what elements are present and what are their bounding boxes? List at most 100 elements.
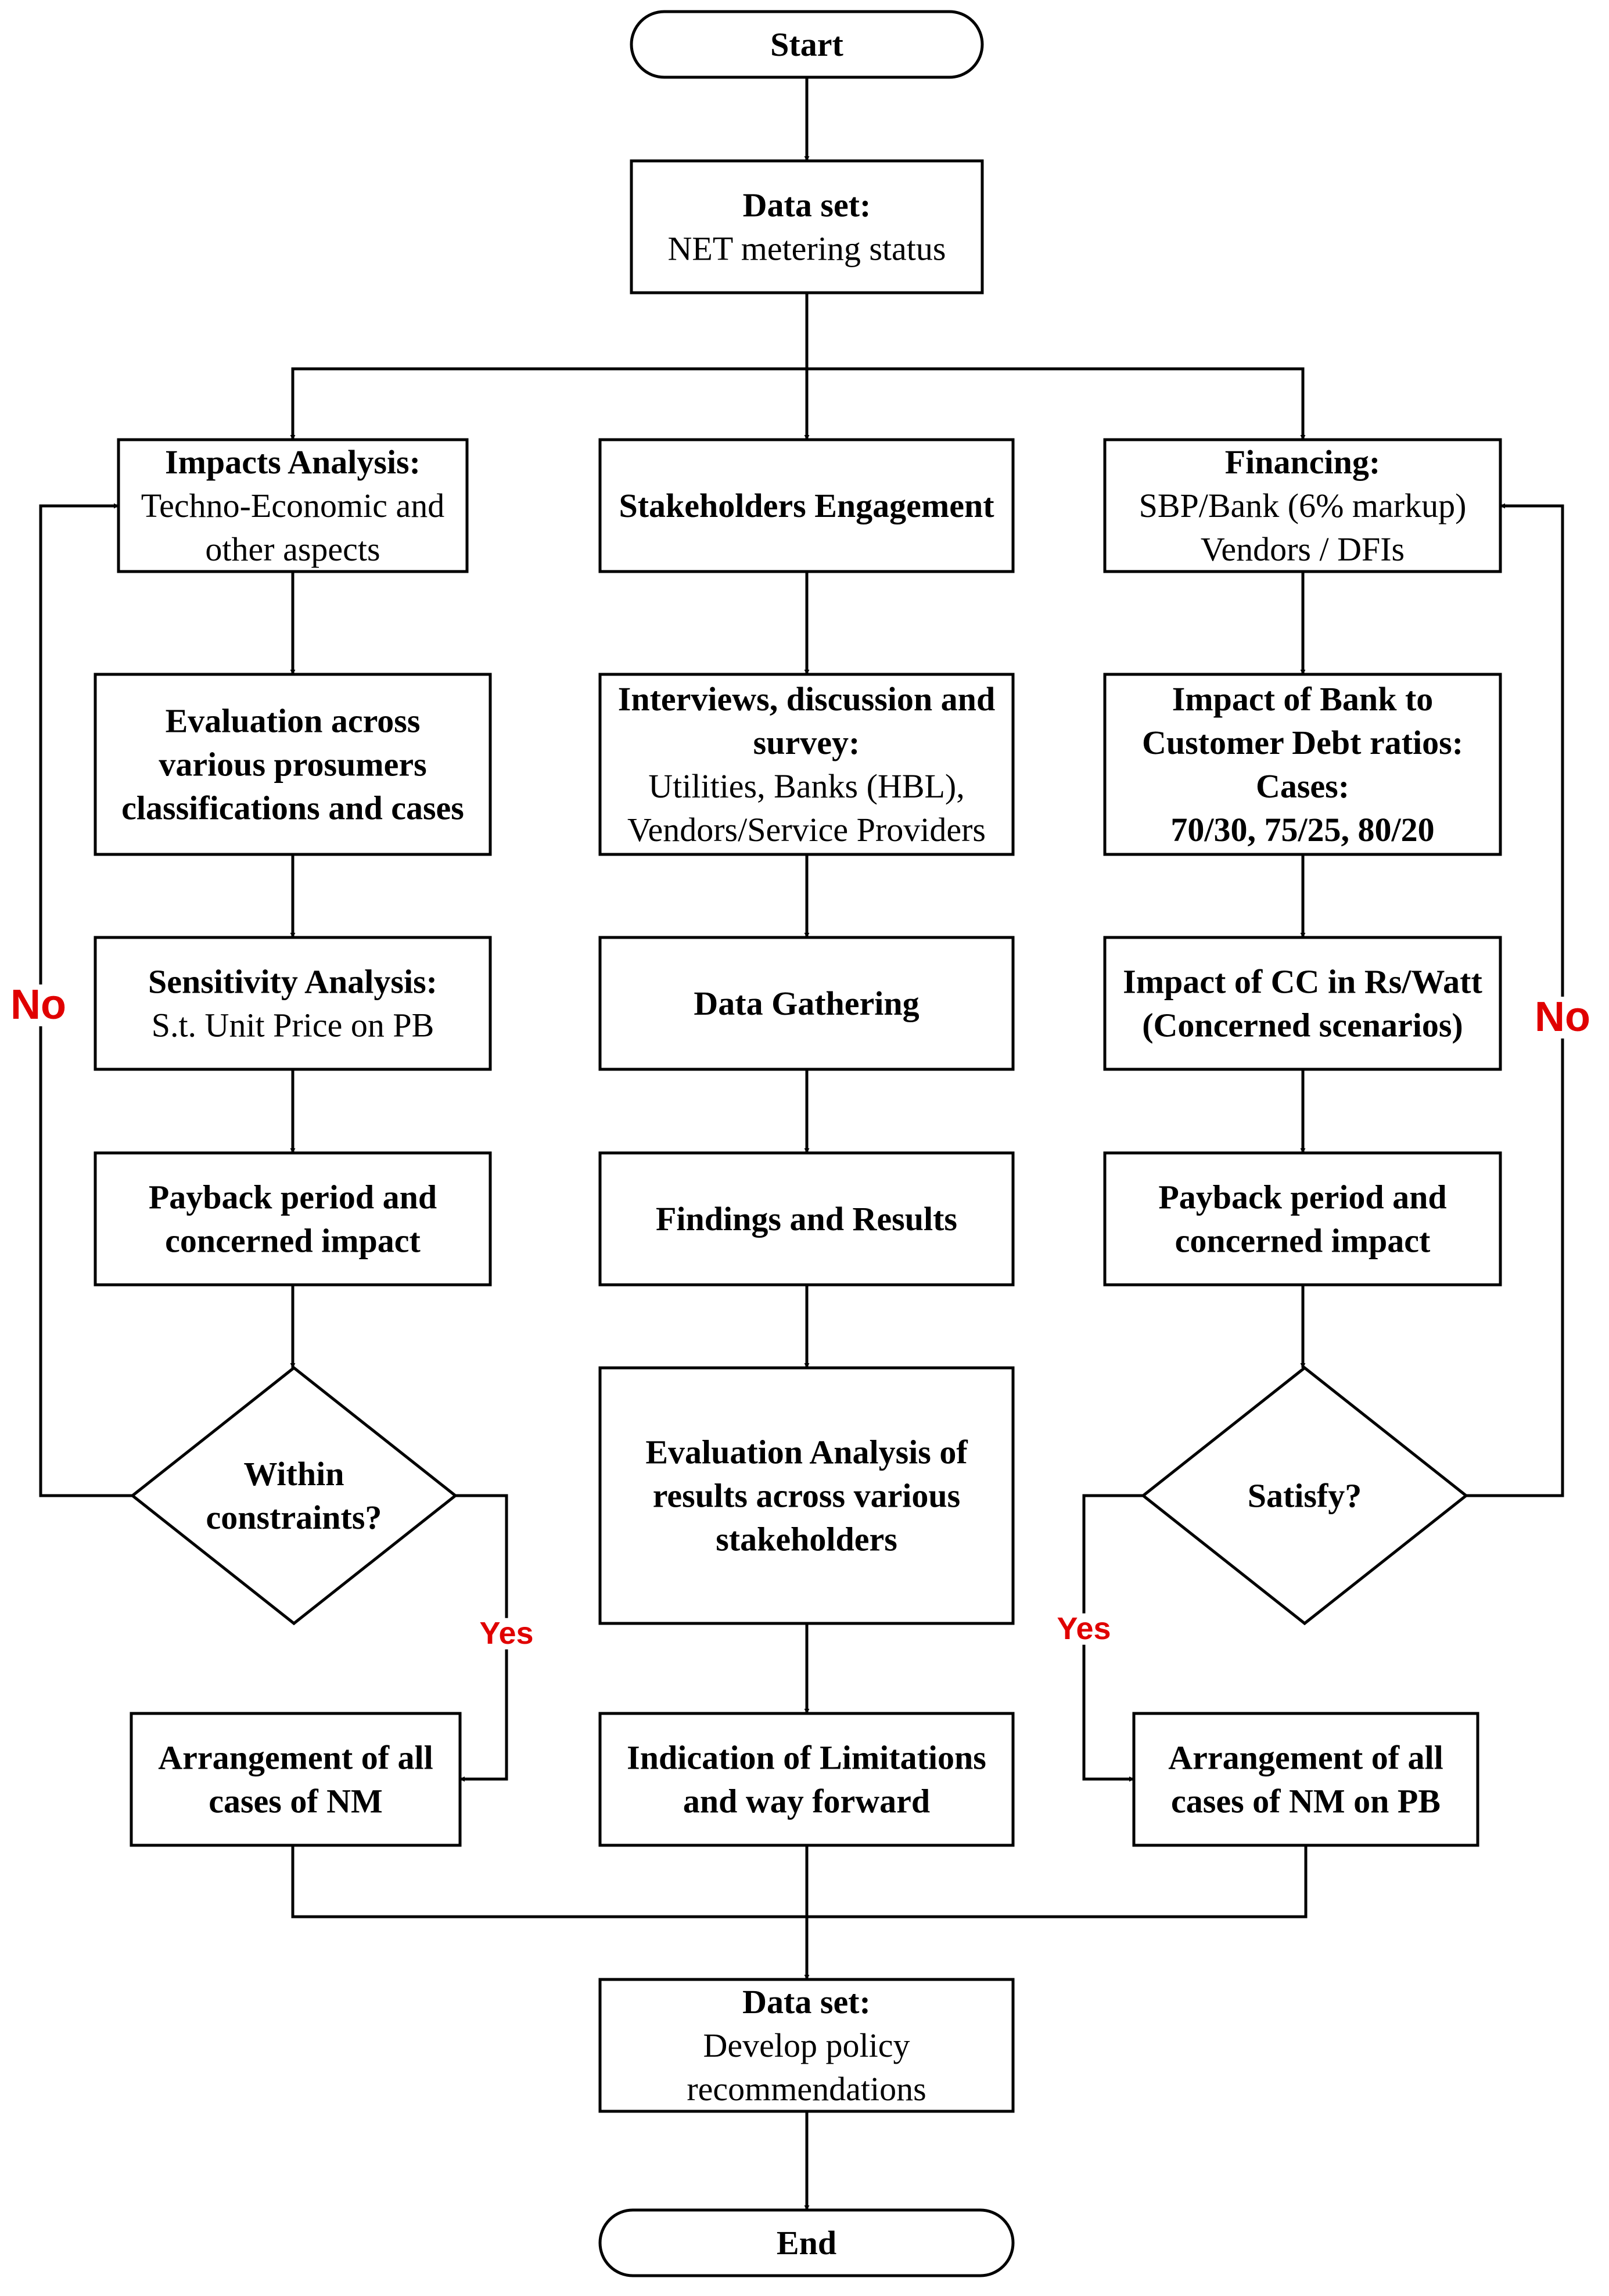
node-shape	[598, 438, 1015, 573]
node-payback-right: Payback period and concerned impact	[1103, 1151, 1502, 1287]
node-stakeholders: Stakeholders Engagement	[598, 438, 1015, 573]
branch-label-yes-right: Yes	[1057, 1611, 1111, 1646]
node-shape	[598, 673, 1015, 856]
branch-label-no-right: No	[1535, 994, 1590, 1040]
node-shape	[94, 936, 492, 1071]
branch-label-backing	[8, 984, 69, 1026]
node-arrangement-left: Arrangement of all cases of NM	[130, 1712, 462, 1847]
node-evaluation-prosumers: Evaluation across various prosumers classi…	[94, 673, 492, 856]
node-shape	[598, 1712, 1015, 1847]
node-text-line: survey:	[753, 724, 860, 761]
branch-label-no-left: No	[10, 982, 66, 1028]
node-dataset-bottom: Data set: Develop policy recommendations	[598, 1978, 1015, 2113]
node-bank-debt: Impact of Bank to Customer Debt ratios: Ca…	[1103, 673, 1502, 856]
node-text-line: Stakeholders Engagement	[619, 487, 994, 524]
node-shape	[117, 438, 469, 573]
node-text-line: cases of NM	[209, 1783, 383, 1820]
node-text-line: NET metering status	[668, 230, 946, 268]
node-text-line: Impact of Bank to	[1172, 680, 1434, 718]
line-merge-left	[291, 1845, 807, 1918]
node-shape	[1103, 673, 1502, 856]
node-text-line: Sensitivity Analysis:	[148, 963, 437, 1001]
node-text-line: Start	[770, 26, 843, 63]
node-limitations: Indication of Limitations and way forward	[598, 1712, 1015, 1847]
node-shape	[94, 673, 492, 856]
node-within-constraints: Within constraints?	[130, 1366, 458, 1626]
node-shape	[1140, 1366, 1469, 1626]
node-shape	[1103, 438, 1502, 573]
node-text-line: (Concerned scenarios)	[1142, 1007, 1463, 1044]
node-impacts: Impacts Analysis: Techno-Economic and othe…	[117, 438, 469, 573]
node-text-line: various prosumers	[159, 746, 426, 784]
arrow-split-right	[807, 367, 1306, 440]
node-shape	[1132, 1712, 1479, 1847]
node-text-line: stakeholders	[716, 1521, 897, 1558]
node-end: End	[598, 2208, 1015, 2277]
branch-label-backing	[1532, 996, 1593, 1039]
node-text-line: S.t. Unit Price on PB	[152, 1007, 434, 1044]
node-text-line: other aspects	[205, 530, 380, 568]
node-shape	[94, 1151, 492, 1287]
node-text-line: Vendors/Service Providers	[627, 811, 986, 849]
node-text-line: Financing:	[1225, 443, 1381, 481]
node-text-line: Evaluation across	[166, 702, 421, 740]
node-shape	[598, 936, 1015, 1071]
node-dataset-top: Data set: NET metering status	[630, 159, 984, 294]
node-text-line: Within	[243, 1455, 344, 1493]
node-text-line: Indication of Limitations	[627, 1739, 986, 1777]
node-payback-left: Payback period and concerned impact	[94, 1151, 492, 1287]
node-shape	[630, 159, 984, 294]
node-text-line: Customer Debt ratios:	[1142, 724, 1463, 761]
node-text-line: Utilities, Banks (HBL),	[648, 767, 965, 805]
node-text-line: Vendors / DFIs	[1201, 530, 1405, 568]
node-sensitivity: Sensitivity Analysis: S.t. Unit Price on …	[94, 936, 492, 1071]
node-text-line: Satisfy?	[1248, 1477, 1362, 1515]
node-shape	[598, 1978, 1015, 2113]
node-text-line: Develop policy	[703, 2026, 910, 2064]
node-text-line: Interviews, discussion and	[618, 680, 995, 718]
node-text-line: Payback period and	[1158, 1178, 1446, 1216]
node-text-line: Techno-Economic and	[141, 487, 445, 524]
node-text-line: concerned impact	[165, 1222, 421, 1260]
node-text-line: concerned impact	[1175, 1222, 1431, 1260]
node-text-line: Data set:	[743, 186, 871, 224]
node-text-line: End	[777, 2224, 836, 2262]
node-shape	[1103, 936, 1502, 1071]
node-text-line: constraints?	[206, 1499, 382, 1536]
node-text-line: Impacts Analysis:	[165, 443, 421, 481]
node-financing: Financing:SBP/Bank (6% markup)Vendors / …	[1103, 438, 1502, 573]
node-shape	[1103, 1151, 1502, 1287]
node-shape	[630, 10, 984, 79]
node-data-gathering: Data Gathering	[598, 936, 1015, 1071]
node-start: Start	[630, 10, 984, 79]
node-text-line: Payback period and	[149, 1178, 437, 1216]
node-text-line: Evaluation Analysis of	[645, 1433, 968, 1471]
branch-label-yes-left: Yes	[479, 1616, 533, 1651]
node-text-line: Findings and Results	[656, 1200, 957, 1238]
node-findings: Findings and Results	[598, 1151, 1015, 1287]
node-satisfy: Satisfy?	[1140, 1366, 1469, 1626]
node-text-line: Data Gathering	[694, 984, 919, 1022]
node-shape	[598, 2208, 1015, 2277]
node-text-line: 70/30, 75/25, 80/20	[1170, 811, 1434, 849]
arrow-split-left	[290, 367, 807, 440]
node-interviews: Interviews, discussion and survey: Utiliti…	[598, 673, 1015, 856]
node-cc-impact: Impact of CC in Rs/Watt (Concerned scenar…	[1103, 936, 1502, 1071]
node-shape	[598, 1151, 1015, 1287]
node-text-line: classifications and cases	[121, 789, 464, 827]
node-shape	[598, 1366, 1015, 1625]
node-text-line: recommendations	[687, 2070, 926, 2108]
node-text-line: Impact of CC in Rs/Watt	[1123, 963, 1482, 1001]
node-text-line: Cases:	[1256, 767, 1349, 805]
node-text-line: and way forward	[683, 1783, 930, 1820]
node-text-line: Data set:	[742, 1983, 871, 2021]
branch-label-backing	[472, 1618, 541, 1650]
connectors	[39, 77, 1564, 2211]
node-text-line: Arrangement of all	[158, 1739, 433, 1777]
line-merge-right	[807, 1845, 1308, 1918]
